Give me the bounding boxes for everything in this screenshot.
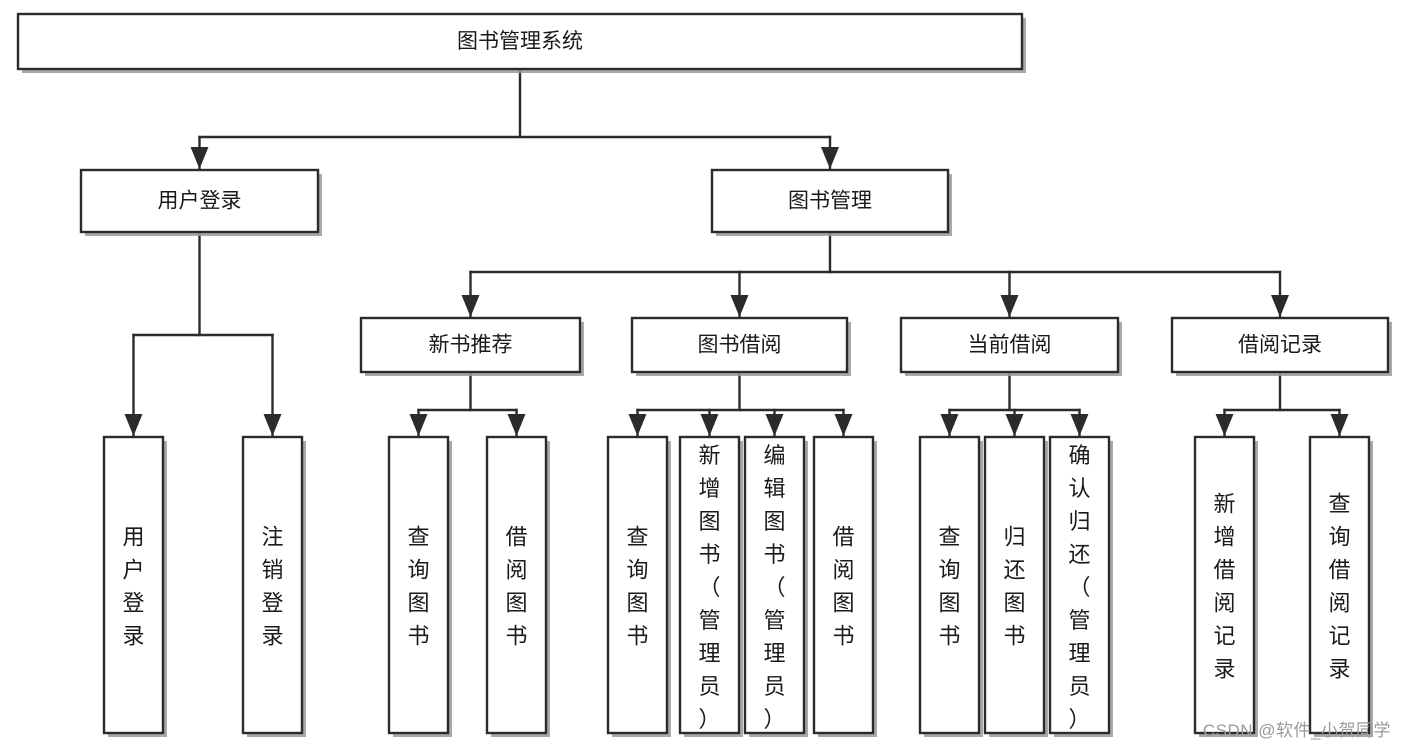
arrow-head-icon	[834, 414, 853, 436]
node-label: 借阅记录	[1238, 334, 1322, 357]
node-label: 借阅图书	[832, 525, 854, 649]
arrow-head-icon	[1271, 295, 1289, 317]
node-leaf[interactable]: 查询图书	[606, 435, 671, 737]
node-leaf[interactable]: 归还图书	[983, 435, 1048, 737]
node-label: 用户登录	[158, 190, 242, 213]
arrow-head-icon	[190, 147, 209, 169]
node-label: 编辑图书（管理员）	[763, 443, 785, 732]
nodes-layer: 图书管理系统用户登录图书管理新书推荐图书借阅当前借阅借阅记录用户登录注销登录查询…	[16, 12, 1392, 737]
node-label: 查询借阅记录	[1328, 492, 1350, 682]
arrow-head-icon	[1070, 414, 1089, 436]
arrow-head-icon	[821, 147, 839, 169]
arrow-head-icon	[765, 414, 784, 436]
node-leaf[interactable]: 查询图书	[387, 435, 452, 737]
node-label: 图书借阅	[698, 334, 782, 357]
connectors-layer	[124, 67, 1349, 437]
node-label: 借阅图书	[505, 525, 527, 649]
node-label: 注销登录	[261, 525, 283, 649]
node-label: 当前借阅	[968, 334, 1052, 357]
node-label: 用户登录	[122, 525, 144, 649]
node-leaf[interactable]: 用户登录	[102, 435, 167, 737]
node-leaf[interactable]: 查询图书	[918, 435, 983, 737]
node-label: 图书管理系统	[457, 30, 583, 53]
node-level2[interactable]: 图书管理	[710, 168, 952, 236]
arrow-head-icon	[700, 414, 719, 436]
arrow-head-icon	[1330, 414, 1349, 436]
node-label: 查询图书	[407, 525, 429, 649]
node-label: 查询图书	[626, 525, 648, 649]
node-leaf[interactable]: 借阅图书	[812, 435, 877, 737]
node-leaf[interactable]: 编辑图书（管理员）	[743, 435, 808, 737]
node-level3[interactable]: 当前借阅	[899, 316, 1122, 376]
arrow-head-icon	[730, 295, 749, 317]
node-label: 查询图书	[938, 525, 960, 649]
arrow-head-icon	[1000, 295, 1019, 317]
node-leaf[interactable]: 查询借阅记录	[1308, 435, 1373, 737]
node-label: 图书管理	[788, 190, 872, 213]
node-leaf[interactable]: 新增借阅记录	[1193, 435, 1258, 737]
node-leaf[interactable]: 注销登录	[241, 435, 306, 737]
node-leaf[interactable]: 新增图书（管理员）	[678, 435, 743, 737]
node-level2[interactable]: 用户登录	[79, 168, 322, 236]
arrow-head-icon	[507, 414, 526, 436]
node-root[interactable]: 图书管理系统	[16, 12, 1026, 73]
node-level3[interactable]: 图书借阅	[630, 316, 851, 376]
arrow-head-icon	[461, 295, 480, 317]
arrow-head-icon	[1215, 414, 1234, 436]
node-label: 归还图书	[1003, 525, 1025, 649]
node-label: 新增图书（管理员）	[698, 443, 720, 732]
arrow-head-icon	[263, 414, 282, 436]
arrow-head-icon	[940, 414, 959, 436]
node-leaf[interactable]: 借阅图书	[485, 435, 550, 737]
arrow-head-icon	[1005, 414, 1024, 436]
node-leaf[interactable]: 确认归还（管理员）	[1048, 435, 1113, 737]
node-label: 新书推荐	[429, 334, 513, 357]
arrow-head-icon	[124, 414, 143, 436]
arrow-head-icon	[409, 414, 428, 436]
node-level3[interactable]: 新书推荐	[359, 316, 584, 376]
node-level3[interactable]: 借阅记录	[1170, 316, 1392, 376]
node-label: 新增借阅记录	[1213, 492, 1235, 682]
arrow-head-icon	[628, 414, 647, 436]
node-label: 确认归还（管理员）	[1068, 443, 1090, 732]
